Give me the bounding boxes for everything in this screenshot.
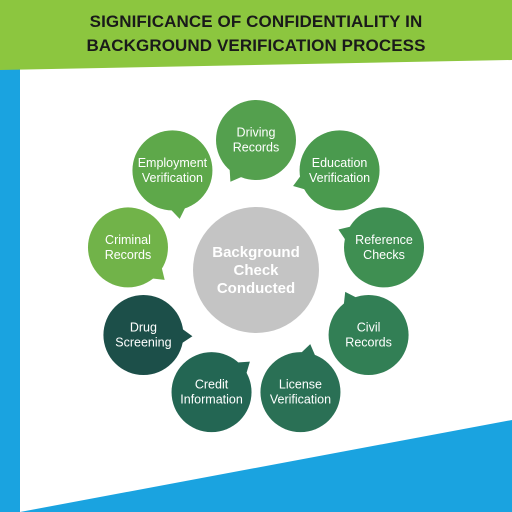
- title-line-1: SIGNIFICANCE OF CONFIDENTIALITY IN: [89, 12, 423, 31]
- node-label-line: Credit: [195, 378, 229, 392]
- header-band: [0, 0, 512, 70]
- node-circle: [132, 130, 213, 211]
- node-label-line: Information: [180, 393, 243, 407]
- node-circle: [328, 295, 409, 375]
- node-label-line: Employment: [138, 156, 208, 170]
- node-label-line: Verification: [270, 393, 331, 407]
- node-label-line: Drug: [130, 321, 157, 335]
- node-circle: [216, 100, 296, 180]
- node-label-line: License: [279, 378, 322, 392]
- node-circle: [344, 207, 425, 288]
- node-label-line: Verification: [309, 171, 370, 185]
- node-label-line: Records: [233, 141, 280, 155]
- node-circle: [260, 352, 341, 433]
- node-label-line: Records: [345, 336, 392, 350]
- node-label-line: Checks: [363, 248, 405, 262]
- node-label-line: Civil: [357, 321, 381, 335]
- node-label-line: Driving: [237, 126, 276, 140]
- node-label-line: Records: [105, 248, 152, 262]
- node-circle: [87, 207, 168, 288]
- node-label-line: Criminal: [105, 233, 151, 247]
- bubble-pointer: [180, 327, 193, 345]
- center-label-line: Background: [212, 244, 300, 261]
- node-circle: [171, 352, 252, 433]
- center-circle: [193, 207, 319, 333]
- node-label-line: Reference: [355, 233, 413, 247]
- center-label-line: Check: [233, 262, 279, 279]
- node-label-line: Screening: [115, 336, 171, 350]
- node-label-line: Education: [312, 156, 368, 170]
- title-line-2: BACKGROUND VERIFICATION PROCESS: [86, 36, 426, 55]
- node-label-line: Verification: [142, 171, 203, 185]
- node-circle: [103, 295, 184, 375]
- node-circle: [299, 130, 380, 211]
- page-title: SIGNIFICANCE OF CONFIDENTIALITY IN BACKG…: [0, 10, 512, 58]
- center-label-line: Conducted: [217, 280, 295, 297]
